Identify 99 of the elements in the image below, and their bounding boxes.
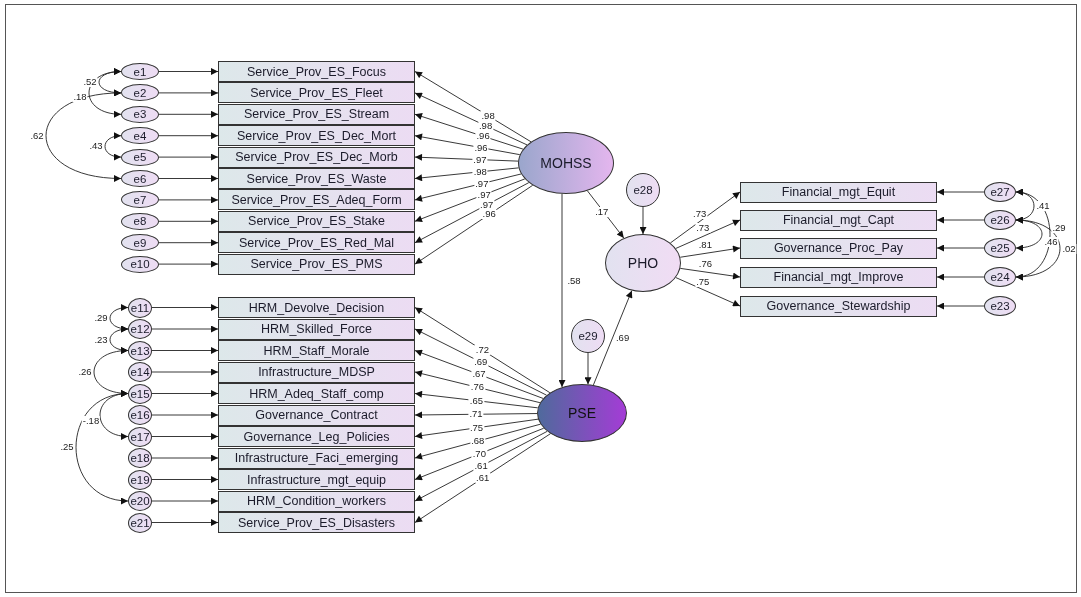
edge-label: .70 — [471, 448, 487, 459]
edge-label: .97 — [476, 189, 492, 200]
indicator-box: Infrastructure_MDSP — [218, 361, 415, 383]
error-ellipse: e2 — [121, 84, 159, 102]
edge-label: .29 — [93, 313, 109, 324]
error-ellipse: e10 — [121, 255, 159, 273]
error-ellipse: e20 — [128, 491, 152, 511]
indicator-box: HRM_Condition_workers — [218, 490, 415, 512]
error-ellipse: e12 — [128, 319, 152, 339]
indicator-box: Financial_mgt_Equit — [740, 181, 937, 203]
edge-label: .62 — [29, 130, 45, 141]
error-ellipse: e3 — [121, 105, 159, 123]
edge-label: .97 — [472, 154, 488, 165]
error-ellipse: e14 — [128, 362, 152, 382]
edge-label: .75 — [468, 422, 485, 433]
edge-label: .61 — [473, 461, 489, 472]
error-ellipse: e25 — [984, 238, 1016, 258]
edge-label: .46 — [1043, 237, 1059, 247]
edge-label: .67 — [471, 369, 487, 380]
indicator-box: HRM_Adeq_Staff_comp — [218, 383, 415, 404]
indicator-box: Service_Prov_ES_Stream — [218, 103, 415, 125]
error-ellipse: e27 — [984, 182, 1016, 202]
latent-ellipse: PSE — [537, 384, 627, 442]
error-ellipse: e5 — [121, 148, 159, 166]
edge-label: .76 — [697, 259, 713, 269]
edge-label: .17 — [594, 207, 610, 217]
edge-label: .71 — [468, 409, 484, 420]
indicator-box: HRM_Skilled_Force — [218, 318, 415, 340]
indicator-box: Financial_mgt_Improve — [740, 266, 937, 288]
edge-label: .81 — [697, 240, 713, 251]
indicator-box: Service_Prov_ES_Dec_Mort — [218, 125, 415, 147]
indicator-box: Service_Prov_ES_Dec_Morb — [218, 146, 415, 168]
error-ellipse: e24 — [984, 267, 1016, 287]
edge-label: .68 — [470, 436, 486, 447]
edge-label: .43 — [88, 141, 104, 152]
edge-label: .96 — [473, 142, 489, 153]
error-ellipse: e17 — [128, 426, 152, 447]
edge-label: .41 — [1035, 201, 1051, 211]
error-ellipse: e18 — [128, 448, 152, 468]
edge-label: .98 — [480, 110, 496, 121]
indicator-box: Infrastructure_Faci_emerging — [218, 447, 415, 469]
edge-label: .96 — [481, 209, 497, 220]
error-ellipse: e8 — [121, 212, 159, 230]
error-ellipse: e13 — [128, 340, 152, 361]
indicator-box: Service_Prov_ES_PMS — [218, 253, 415, 275]
error-ellipse: e6 — [121, 170, 159, 187]
error-ellipse: e7 — [121, 191, 159, 209]
edge-label: -.18 — [81, 416, 101, 426]
indicator-box: Service_Prov_ES_Disasters — [218, 512, 415, 533]
error-ellipse: e28 — [626, 173, 660, 207]
indicator-box: Service_Prov_ES_Focus — [218, 61, 415, 82]
edge-label: .96 — [475, 131, 491, 142]
error-ellipse: e9 — [121, 234, 159, 252]
edge-label: .58 — [566, 275, 582, 286]
edge-label: .61 — [475, 473, 491, 484]
error-ellipse: e16 — [128, 405, 152, 425]
edge-label: .25 — [59, 442, 75, 453]
error-ellipse: e19 — [128, 469, 152, 490]
indicator-box: Service_Prov_ES_Fleet — [218, 82, 415, 104]
edge-label: .02 — [1061, 243, 1077, 254]
edge-label: .29 — [1051, 222, 1067, 233]
edge-label: .23 — [93, 334, 109, 345]
edge-label: .97 — [474, 178, 490, 189]
indicator-box: Infrastructure_mgt_equip — [218, 469, 415, 490]
indicator-box: Financial_mgt_Capt — [740, 209, 937, 231]
indicator-box: HRM_Staff_Morale — [218, 340, 415, 361]
edge-label: .73 — [695, 223, 711, 234]
edge-label: .52 — [82, 77, 98, 88]
error-ellipse: e15 — [128, 383, 152, 404]
edge-label: .72 — [474, 345, 491, 356]
error-ellipse: e26 — [984, 210, 1016, 230]
edge-label: .73 — [692, 208, 708, 219]
latent-ellipse: MOHSS — [518, 132, 614, 194]
error-ellipse: e4 — [121, 127, 159, 145]
error-ellipse: e23 — [984, 296, 1016, 316]
edge-label: .65 — [468, 395, 484, 406]
latent-ellipse: PHO — [605, 234, 681, 292]
edge-label: .26 — [77, 367, 93, 377]
indicator-box: Governance_Contract — [218, 404, 415, 426]
indicator-box: Service_Prov_ES_Stake — [218, 210, 415, 232]
indicator-box: Governance_Leg_Policies — [218, 426, 415, 447]
edge-label: .97 — [479, 199, 495, 210]
edge-label: .75 — [695, 276, 711, 287]
error-ellipse: e11 — [128, 297, 152, 318]
indicator-box: Governance_Stewardship — [740, 295, 937, 317]
edge-label: .18 — [72, 91, 88, 102]
indicator-box: Service_Prov_ES_Waste — [218, 168, 415, 189]
error-ellipse: e21 — [128, 512, 152, 533]
error-ellipse: e1 — [121, 63, 159, 80]
indicator-box: Service_Prov_ES_Red_Mal — [218, 232, 415, 254]
indicator-box: Governance_Proc_Pay — [740, 237, 937, 259]
edge-label: .98 — [477, 120, 494, 131]
indicator-box: HRM_Devolve_Decision — [218, 297, 415, 318]
edge-label: .69 — [614, 332, 631, 343]
edge-label: .98 — [472, 166, 488, 177]
error-ellipse: e29 — [571, 319, 605, 353]
indicator-box: Service_Prov_ES_Adeq_Form — [218, 189, 415, 211]
edge-label: .76 — [469, 382, 486, 393]
edge-label: .69 — [473, 357, 489, 368]
